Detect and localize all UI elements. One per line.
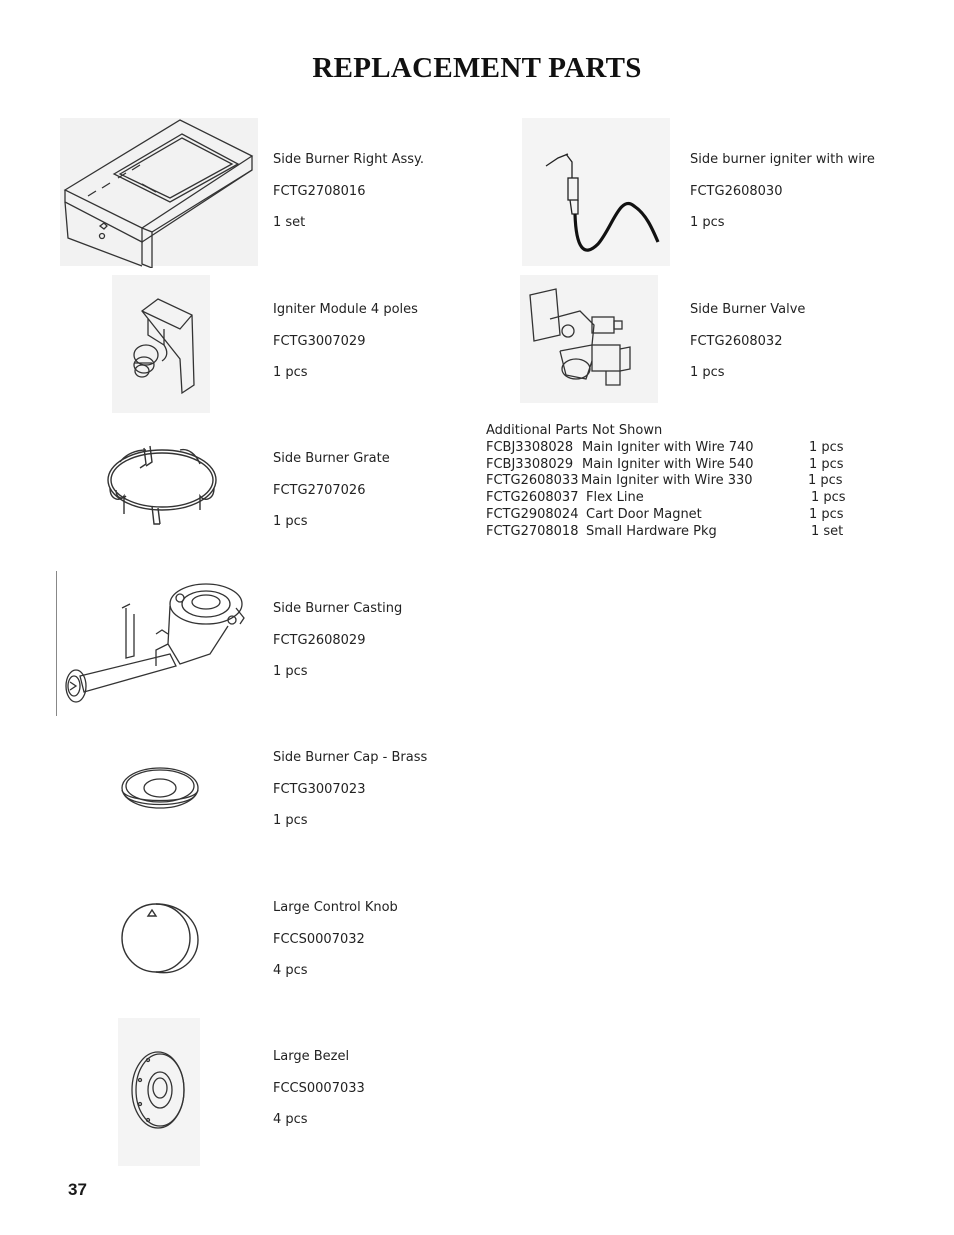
item-code: FCTG2608033 [486,473,579,489]
part-qty: 1 set [273,215,306,230]
burner-cap-icon [116,760,206,820]
item-description: Main Igniter with Wire 330 [581,473,753,489]
igniter-module-icon [112,275,212,415]
part-name: Side Burner Valve [690,302,806,317]
part-qty: 1 pcs [690,215,725,230]
item-qty: 1 set [811,523,844,539]
part-qty: 1 pcs [273,813,308,828]
list-item: FCTG2708018 Small Hardware Pkg 1 set [486,524,866,541]
burner-valve-icon [520,275,660,405]
item-code: FCTG2908024 [486,506,579,522]
part-code: FCTG2708016 [273,184,366,199]
part-code: FCTG2608030 [690,184,783,199]
item-description: Main Igniter with Wire 740 [582,439,754,455]
item-qty: 1 pcs [808,473,843,489]
margin-line [56,571,57,716]
additional-parts-title: Additional Parts Not Shown [486,423,663,438]
part-qty: 1 pcs [273,514,308,529]
part-code: FCTG2707026 [273,483,366,498]
burner-casting-icon [60,574,250,714]
item-description: Flex Line [586,490,644,506]
part-qty: 4 pcs [273,963,308,978]
item-code: FCBJ3308028 [486,439,574,455]
bezel-icon [118,1018,202,1168]
item-code: FCBJ3308029 [486,456,574,472]
item-code: FCTG2708018 [486,523,579,539]
part-name: Large Control Knob [273,900,398,915]
part-name: Side Burner Casting [273,601,403,616]
list-item: FCTG2608037 Flex Line 1 pcs [486,490,866,507]
part-name: Side Burner Right Assy. [273,152,425,167]
page-title: REPLACEMENT PARTS [312,52,642,84]
part-qty: 1 pcs [273,365,308,380]
part-name: Side Burner Grate [273,451,390,466]
additional-parts-list: Additional Parts Not Shown FCBJ3308028 M… [486,423,866,541]
item-description: Main Igniter with Wire 540 [582,456,754,472]
item-qty: 1 pcs [809,506,844,522]
part-code: FCCS0007033 [273,1081,365,1096]
item-qty: 1 pcs [809,439,844,455]
part-code: FCTG2608032 [690,334,783,349]
item-description: Cart Door Magnet [586,506,702,522]
part-qty: 4 pcs [273,1112,308,1127]
part-qty: 1 pcs [690,365,725,380]
list-item: FCBJ3308028 Main Igniter with Wire 740 1… [486,440,866,457]
list-item: FCTG2908024 Cart Door Magnet 1 pcs [486,507,866,524]
item-description: Small Hardware Pkg [586,523,717,539]
item-qty: 1 pcs [809,456,844,472]
part-code: FCTG2608029 [273,633,366,648]
part-qty: 1 pcs [273,664,308,679]
part-code: FCCS0007032 [273,932,365,947]
part-name: Igniter Module 4 poles [273,302,418,317]
part-name: Side Burner Cap - Brass [273,750,428,765]
item-code: FCTG2608037 [486,490,579,506]
item-qty: 1 pcs [811,490,846,506]
page-number: 37 [68,1180,87,1199]
list-item: FCTG2608033 Main Igniter with Wire 330 1… [486,473,866,490]
side-burner-assembly-icon [60,118,260,268]
part-code: FCTG3007029 [273,334,366,349]
control-knob-icon [118,896,202,982]
burner-grate-icon [100,436,225,531]
igniter-wire-icon [522,118,672,268]
part-code: FCTG3007023 [273,782,366,797]
part-name: Large Bezel [273,1049,350,1064]
part-name: Side burner igniter with wire [690,152,875,167]
list-item: FCBJ3308029 Main Igniter with Wire 540 1… [486,457,866,474]
